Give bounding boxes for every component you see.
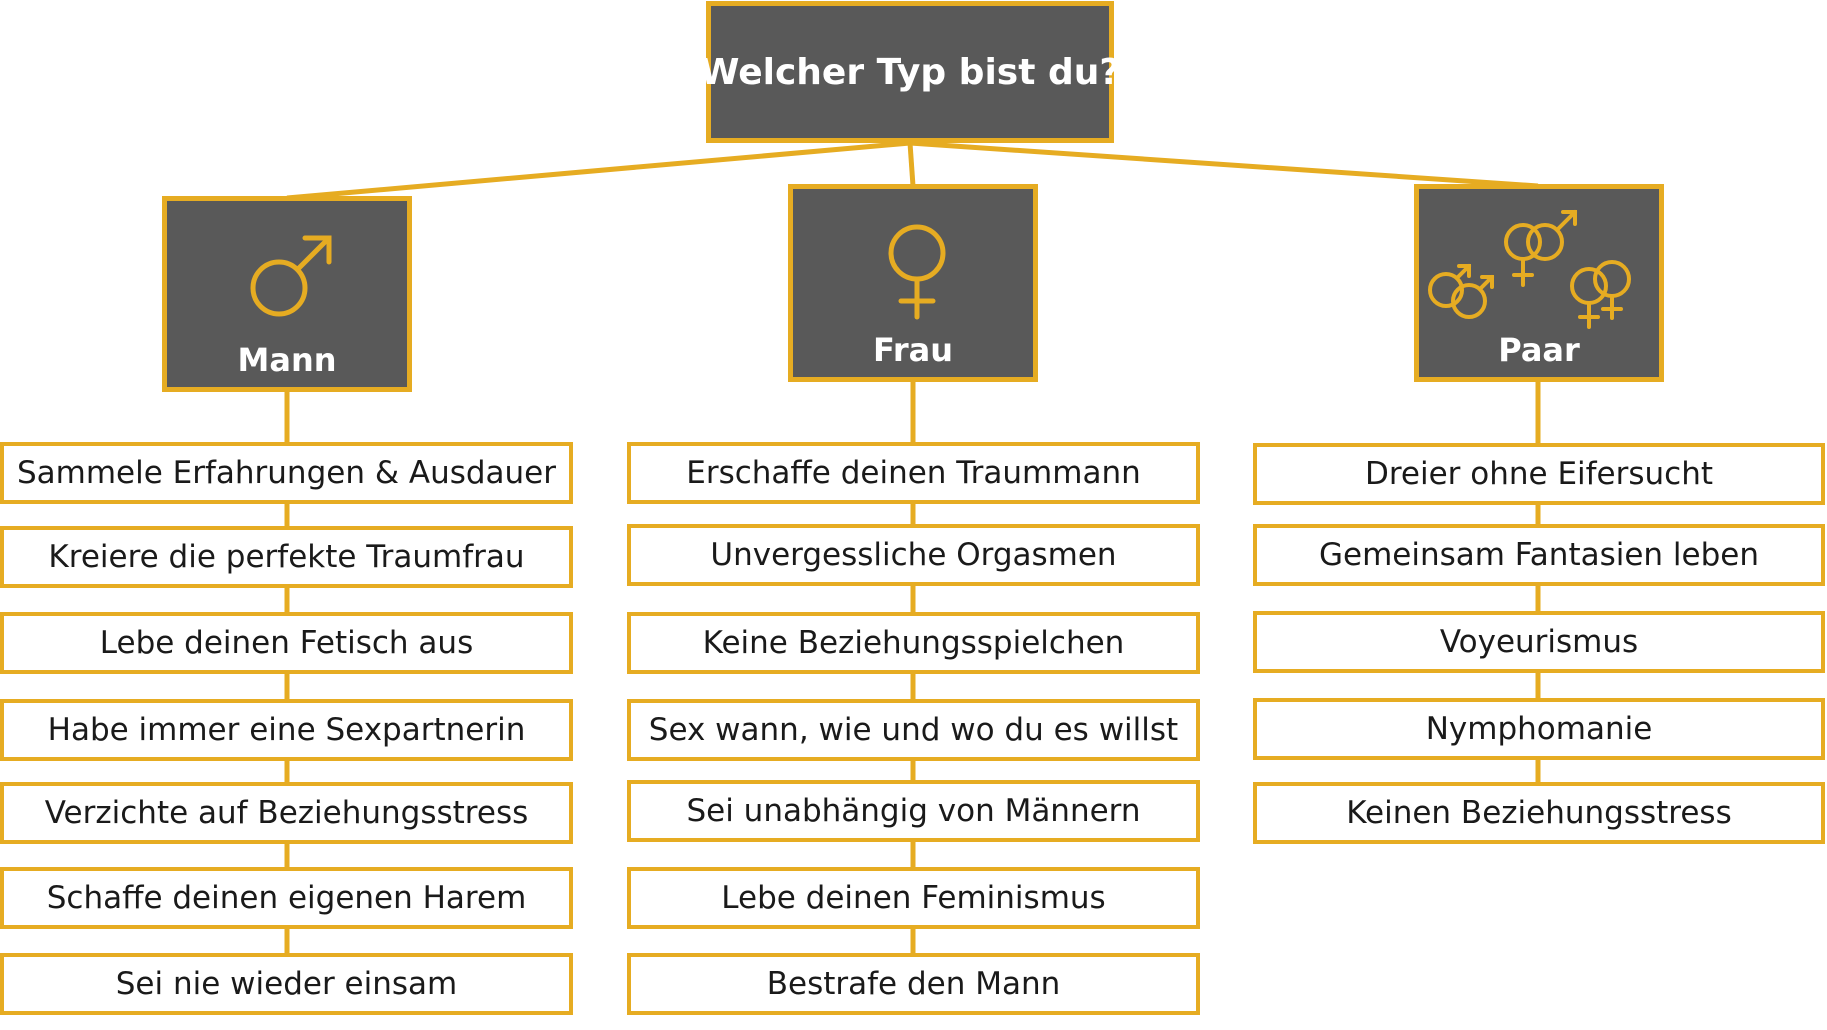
list-item-frau-6: Lebe deinen Feminismus (627, 867, 1200, 929)
female-symbol-icon (888, 224, 946, 320)
connector-root-paar (909, 140, 1539, 189)
category-mann: Mann (162, 196, 412, 392)
list-item-mann-1: Sammele Erfahrungen & Ausdauer (0, 442, 573, 504)
list-item-paar-3: Voyeurismus (1253, 611, 1825, 673)
list-item-frau-3: Keine Beziehungsspielchen (627, 612, 1200, 674)
list-item-mann-2: Kreiere die perfekte Traumfrau (0, 526, 573, 588)
category-label-paar: Paar (1498, 331, 1580, 369)
couple-symbols-icon (1428, 210, 1631, 329)
category-paar: Paar (1414, 184, 1664, 382)
item-text: Schaffe deinen eigenen Harem (46, 880, 527, 916)
item-text: Sammele Erfahrungen & Ausdauer (16, 455, 557, 491)
list-item-paar-2: Gemeinsam Fantasien leben (1253, 524, 1825, 586)
connector-root-mann (286, 140, 911, 201)
root-node: Welcher Typ bist du? (700, 1, 1120, 143)
item-text: Erschaffe deinen Traummann (686, 455, 1141, 491)
list-item-frau-5: Sei unabhängig von Männern (627, 780, 1200, 842)
item-text: Keinen Beziehungsstress (1346, 795, 1732, 831)
list-item-frau-1: Erschaffe deinen Traummann (627, 442, 1200, 504)
item-text: Unvergessliche Orgasmen (710, 537, 1117, 573)
list-item-frau-7: Bestrafe den Mann (627, 953, 1200, 1015)
list-item-mann-6: Schaffe deinen eigenen Harem (0, 867, 573, 929)
connector-root-frau (907, 142, 916, 187)
list-item-mann-3: Lebe deinen Fetisch aus (0, 612, 573, 674)
category-frau: Frau (788, 184, 1038, 382)
list-item-mann-7: Sei nie wieder einsam (0, 953, 573, 1015)
list-item-paar-1: Dreier ohne Eifersucht (1253, 443, 1825, 505)
item-text: Dreier ohne Eifersucht (1364, 456, 1714, 492)
item-text: Sex wann, wie und wo du es willst (648, 712, 1179, 748)
item-text: Lebe deinen Fetisch aus (99, 625, 474, 661)
item-text: Keine Beziehungsspielchen (702, 625, 1125, 661)
item-text: Gemeinsam Fantasien leben (1318, 537, 1760, 573)
root-title: Welcher Typ bist du? (699, 51, 1121, 93)
item-text: Kreiere die perfekte Traumfrau (48, 539, 525, 575)
item-text: Verzichte auf Beziehungsstress (44, 795, 529, 831)
list-item-frau-2: Unvergessliche Orgasmen (627, 524, 1200, 586)
item-text: Habe immer eine Sexpartnerin (47, 712, 526, 748)
list-item-mann-4: Habe immer eine Sexpartnerin (0, 699, 573, 761)
category-label-frau: Frau (873, 331, 953, 369)
item-text: Bestrafe den Mann (766, 966, 1061, 1002)
item-text: Voyeurismus (1439, 624, 1639, 660)
item-text: Sei unabhängig von Männern (686, 793, 1141, 829)
item-text: Lebe deinen Feminismus (721, 880, 1106, 916)
category-label-mann: Mann (237, 341, 337, 379)
list-item-frau-4: Sex wann, wie und wo du es willst (627, 699, 1200, 761)
list-item-paar-4: Nymphomanie (1253, 698, 1825, 760)
list-item-mann-5: Verzichte auf Beziehungsstress (0, 782, 573, 844)
male-symbol-icon (250, 235, 332, 317)
item-text: Sei nie wieder einsam (115, 966, 458, 1002)
list-item-paar-5: Keinen Beziehungsstress (1253, 782, 1825, 844)
item-text: Nymphomanie (1425, 711, 1653, 747)
